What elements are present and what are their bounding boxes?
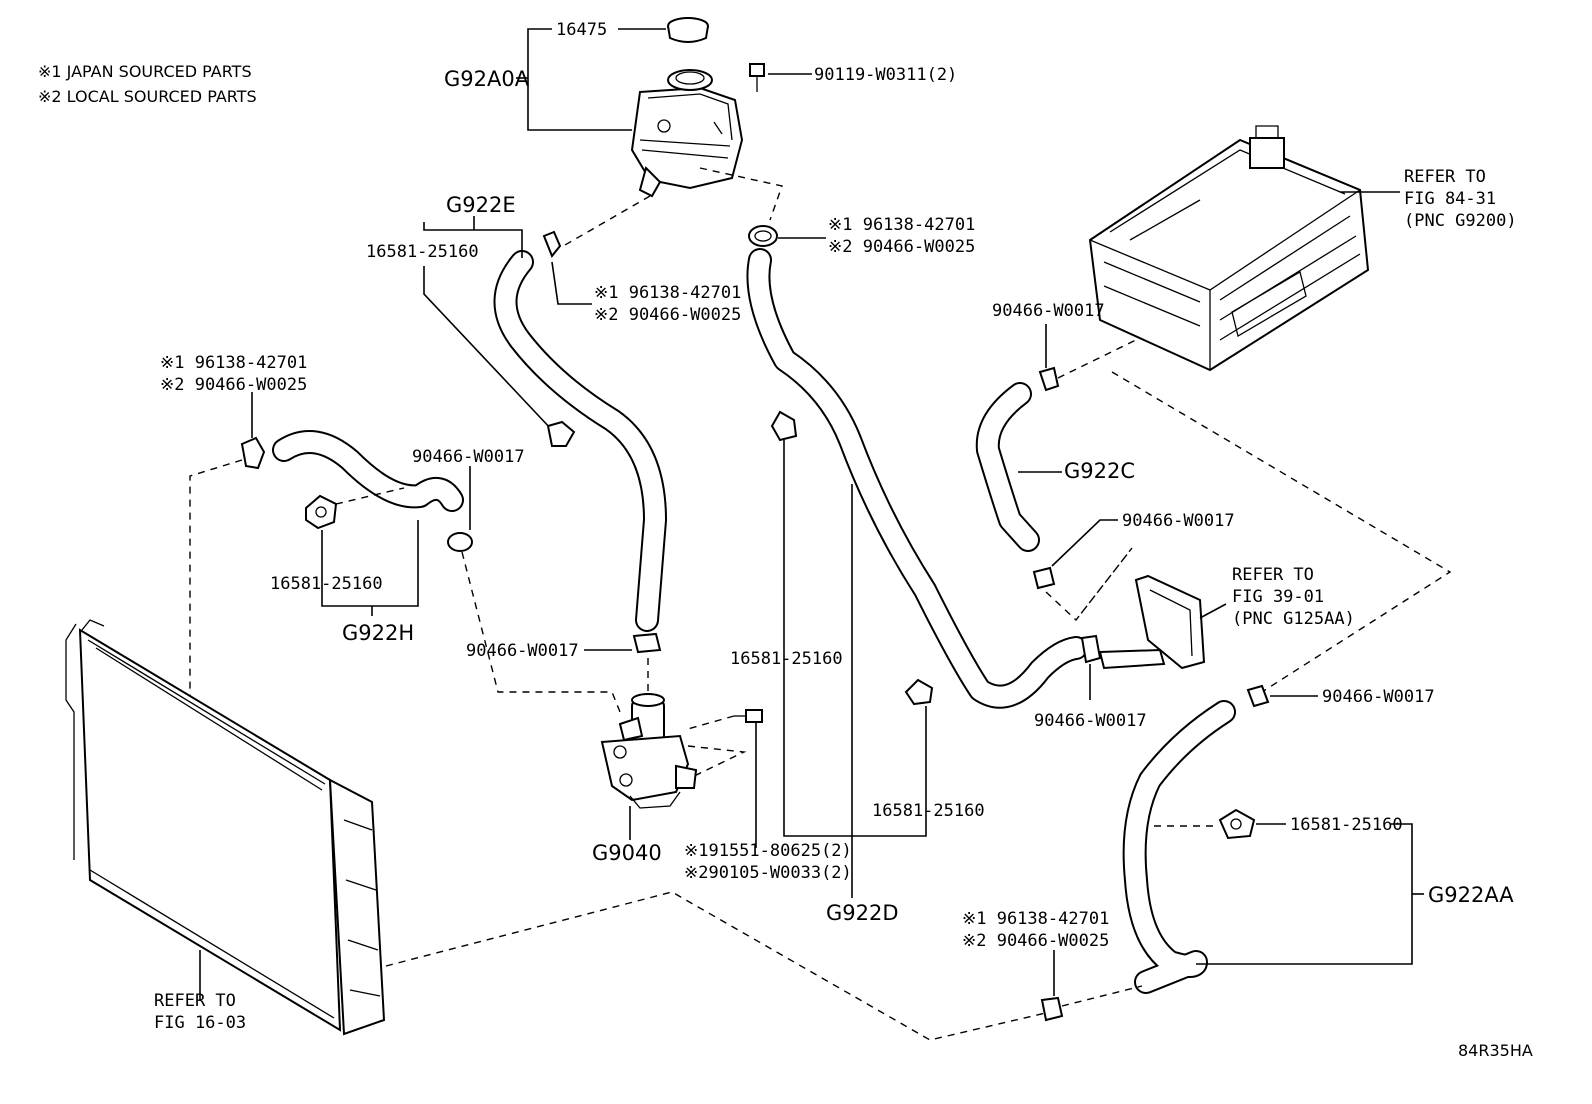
label-clamp-d-l: ※2 90466-W0025	[160, 375, 307, 395]
pnc-g922h: G922H	[342, 621, 414, 645]
label-clamp-1658-h: 16581-25160	[270, 574, 383, 594]
clip-r1	[1032, 566, 1056, 590]
label-cap: 16475	[556, 20, 607, 40]
reservoir-right	[1098, 574, 1206, 670]
clamp-c	[1040, 996, 1064, 1022]
label-bolt-tank: 90119-W0311(2)	[814, 65, 957, 85]
clip-r2	[1080, 634, 1102, 664]
reservoir-tank	[630, 69, 744, 198]
diagram-code: 84R35HA	[1458, 1041, 1533, 1060]
label-clamp-b-j: ※1 96138-42701	[828, 215, 975, 235]
reservoir-cap	[667, 17, 709, 43]
label-clamp-b-l: ※2 90466-W0025	[828, 237, 975, 257]
clamp-aa	[1218, 808, 1256, 840]
clamp-d2	[904, 678, 934, 706]
pnc-g92a0a: G92A0A	[444, 67, 530, 91]
radiator	[65, 619, 386, 1036]
label-clip-h: 90466-W0017	[412, 447, 525, 467]
pnc-g9040: G9040	[592, 841, 662, 865]
label-clamp-c-l: ※2 90466-W0025	[962, 931, 1109, 951]
clip-h	[447, 532, 473, 552]
pnc-g922c: G922C	[1064, 459, 1135, 483]
ref-radiator-1: REFER TO	[154, 991, 236, 1011]
pump-bolt	[734, 709, 763, 723]
label-clamp-c-j: ※1 96138-42701	[962, 909, 1109, 929]
label-clamp-a-l: ※2 90466-W0025	[594, 305, 741, 325]
clamp-a	[542, 230, 562, 258]
ref-reservoir-3: (PNC G125AA)	[1232, 609, 1355, 629]
label-clamp-1658-d1: 16581-25160	[730, 649, 843, 669]
ref-inverter-1: REFER TO	[1404, 167, 1486, 187]
legend-japan: ※1 JAPAN SOURCED PARTS	[38, 62, 252, 81]
ref-radiator-2: FIG 16-03	[154, 1013, 246, 1033]
water-pump	[600, 693, 698, 809]
clamp-d	[240, 436, 266, 470]
clamp-d1	[770, 410, 798, 442]
tank-bolt	[749, 63, 765, 92]
inverter-assembly	[1088, 125, 1370, 372]
hose-g922d	[746, 248, 1088, 709]
label-clip-pump: 90466-W0017	[466, 641, 579, 661]
ref-reservoir-2: FIG 39-01	[1232, 587, 1324, 607]
label-clip-r2: 90466-W0017	[1034, 711, 1147, 731]
label-bolt-pump-l: ※290105-W0033(2)	[684, 863, 852, 883]
clamp-h	[305, 494, 338, 530]
clip-c	[1038, 366, 1060, 392]
label-clip-c: 90466-W0017	[992, 301, 1105, 321]
label-clamp-a-j: ※1 96138-42701	[594, 283, 741, 303]
pnc-g922e: G922E	[446, 193, 516, 217]
ref-inverter-3: (PNC G9200)	[1404, 211, 1517, 231]
ref-reservoir-1: REFER TO	[1232, 565, 1314, 585]
label-clamp-1658-e: 16581-25160	[366, 242, 479, 262]
clamp-e	[546, 420, 576, 447]
pnc-g922aa: G922AA	[1428, 883, 1514, 907]
label-clamp-1658-d2: 16581-25160	[872, 801, 985, 821]
label-clamp-1658-aa: 16581-25160	[1290, 815, 1403, 835]
label-clamp-d-j: ※1 96138-42701	[160, 353, 307, 373]
legend-local: ※2 LOCAL SOURCED PARTS	[38, 87, 257, 106]
ref-inverter-2: FIG 84-31	[1404, 189, 1496, 209]
label-clip-r1: 90466-W0017	[1122, 511, 1235, 531]
clamp-b	[748, 225, 778, 247]
clip-pump	[632, 632, 662, 654]
pnc-g922d: G922D	[826, 901, 899, 925]
clip-aa	[1246, 684, 1270, 708]
label-clip-aa: 90466-W0017	[1322, 687, 1435, 707]
label-bolt-pump-j: ※191551-80625(2)	[684, 841, 852, 861]
